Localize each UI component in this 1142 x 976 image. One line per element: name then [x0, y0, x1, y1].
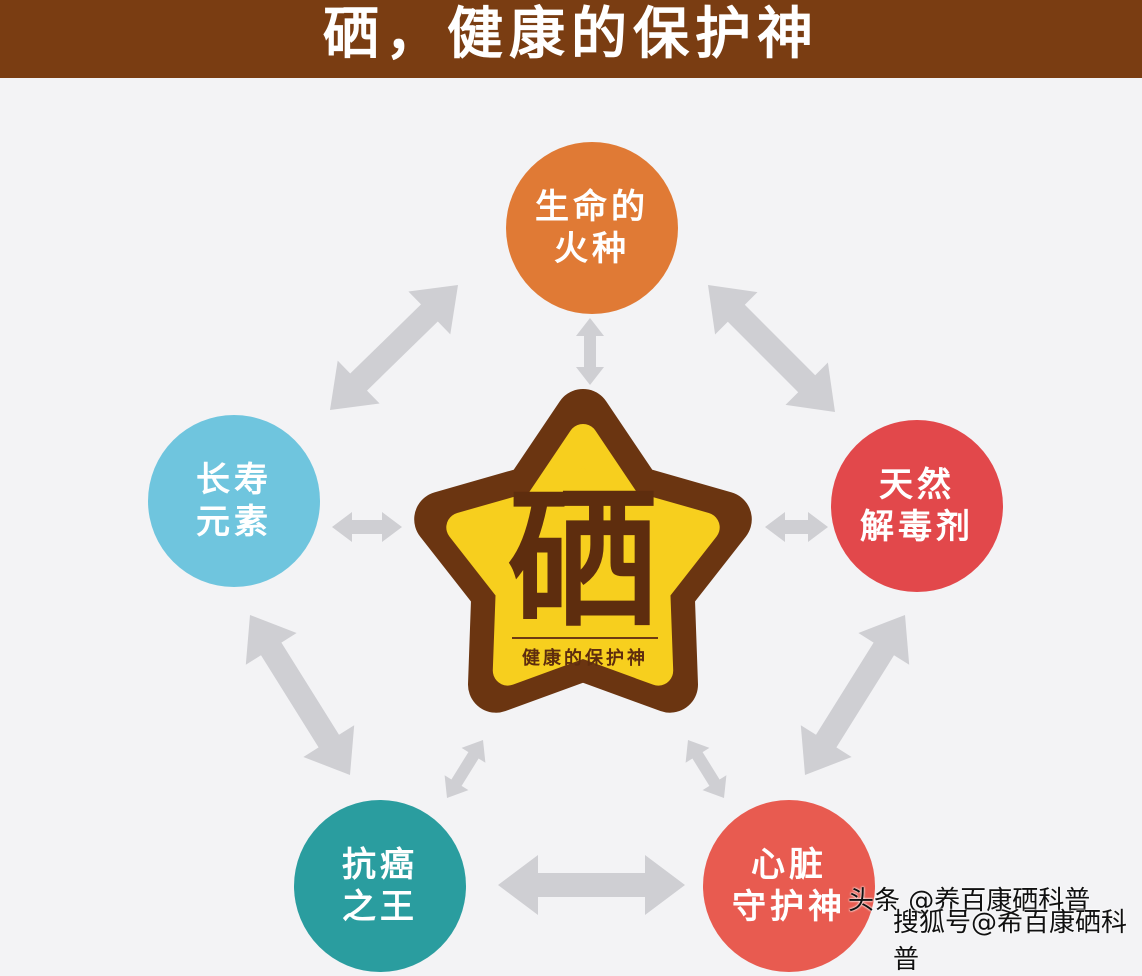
header-bar	[0, 0, 1142, 78]
page-title: 硒，健康的保护神	[323, 2, 819, 67]
node-longevity-element: 长寿 元素	[148, 415, 320, 587]
double-arrow	[330, 285, 458, 410]
double-arrow	[245, 615, 355, 775]
double-arrow	[498, 855, 685, 915]
star-subtitle: 健康的保护神	[522, 648, 648, 669]
double-arrow	[444, 740, 486, 798]
diagram-canvas	[245, 285, 910, 915]
star-divider	[512, 637, 658, 639]
double-arrow	[708, 285, 835, 412]
node-anticancer-king: 抗癌 之王	[294, 800, 466, 972]
double-arrow	[332, 512, 402, 542]
watermark-sohu: 搜狐号@希百康硒科普	[893, 908, 1128, 975]
double-arrow	[576, 318, 604, 385]
selenium-character: 硒	[507, 472, 658, 648]
star-inner	[446, 424, 720, 686]
double-arrow	[800, 615, 910, 775]
watermark-toutiao: 头条 @养百康硒科普	[848, 886, 1091, 916]
double-arrow	[765, 512, 828, 542]
double-arrow	[685, 740, 727, 798]
node-life-spark: 生命的 火种	[506, 142, 678, 314]
node-natural-detox: 天然 解毒剂	[831, 420, 1003, 592]
